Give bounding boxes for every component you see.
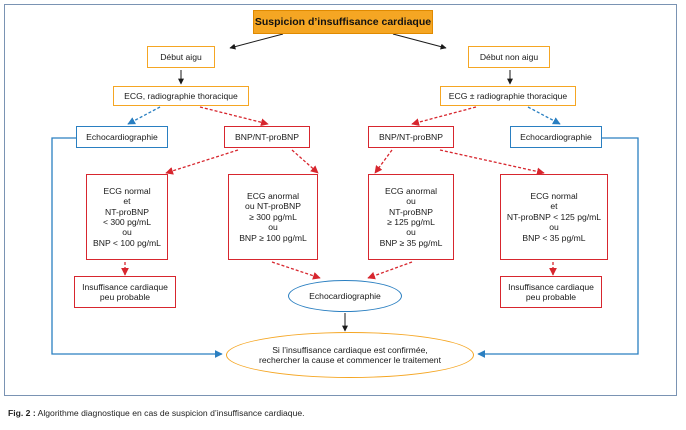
title-text: Suspicion d’insuffisance cardiaque <box>254 15 432 28</box>
arrow-bnp-right-to-c4 <box>439 149 545 176</box>
arrow-tests-left-to-bnp <box>199 106 269 127</box>
criteria-box-2: ECG anormal ou NT-proBNP ≥ 300 pg/mL ou … <box>228 174 318 260</box>
tests-right-box: ECG ± radiographie thoracique <box>440 86 576 106</box>
figure-frame <box>4 4 677 396</box>
criteria-box-3: ECG anormal ou NT-proBNP ≥ 125 pg/mL ou … <box>368 174 454 260</box>
arrow-bnp-right-to-c3 <box>374 149 393 174</box>
arrow-tests-right-to-echo <box>527 106 561 125</box>
unlikely-left-box: Insuffisance cardiaque peu probable <box>74 276 176 308</box>
echo-left-box: Echocardiographie <box>76 126 168 148</box>
unlikely-left-text: Insuffisance cardiaque peu probable <box>82 281 168 302</box>
onset-non-acute-box: Début non aigu <box>468 46 550 68</box>
onset-acute-box: Début aigu <box>147 46 215 68</box>
onset-acute-text: Début aigu <box>160 51 202 62</box>
criteria-text-3: ECG anormal ou NT-proBNP ≥ 125 pg/mL ou … <box>379 185 443 248</box>
bnp-right-box: BNP/NT-proBNP <box>368 126 454 148</box>
conclusion-text: Si l’insuffisance cardiaque est confirmé… <box>259 344 441 365</box>
path-echo-left-to-conclusion <box>51 137 223 358</box>
arrow-tests-right-to-bnp <box>411 106 477 126</box>
arrow-title-to-non-acute <box>392 33 447 50</box>
echo-right-box: Echocardiographie <box>510 126 602 148</box>
tests-left-text: ECG, radiographie thoracique <box>124 90 238 101</box>
conclusion-ellipse: Si l’insuffisance cardiaque est confirmé… <box>226 332 474 378</box>
arrow-title-to-acute <box>229 33 284 50</box>
arrow-c3-to-echo-center <box>367 261 413 280</box>
echo-right-text: Echocardiographie <box>520 131 592 142</box>
arrow-c2-to-echo-center <box>271 261 321 280</box>
echo-center-text: Echocardiographie <box>309 290 381 301</box>
bnp-left-text: BNP/NT-proBNP <box>235 131 299 142</box>
echo-center-ellipse: Echocardiographie <box>288 280 402 312</box>
tests-left-box: ECG, radiographie thoracique <box>113 86 249 106</box>
title-box: Suspicion d’insuffisance cardiaque <box>253 10 433 34</box>
echo-left-text: Echocardiographie <box>86 131 158 142</box>
unlikely-right-text: Insuffisance cardiaque peu probable <box>508 281 594 302</box>
criteria-text-1: ECG normal et NT-proBNP < 300 pg/mL ou B… <box>93 185 161 248</box>
caption-text: Algorithme diagnostique en cas de suspic… <box>37 408 305 418</box>
path-echo-right-to-conclusion <box>477 137 639 358</box>
arrow-bnp-left-to-c2 <box>291 149 319 174</box>
unlikely-right-box: Insuffisance cardiaque peu probable <box>500 276 602 308</box>
criteria-box-1: ECG normal et NT-proBNP < 300 pg/mL ou B… <box>86 174 168 260</box>
criteria-text-2: ECG anormal ou NT-proBNP ≥ 300 pg/mL ou … <box>239 190 307 243</box>
criteria-box-4: ECG normal et NT-proBNP < 125 pg/mL ou B… <box>500 174 608 260</box>
arrow-bnp-left-to-c1 <box>165 149 239 175</box>
arrow-tests-left-to-echo <box>127 106 161 125</box>
caption-label: Fig. 2 : <box>8 408 36 418</box>
bnp-right-text: BNP/NT-proBNP <box>379 131 443 142</box>
figure-caption: Fig. 2 : Algorithme diagnostique en cas … <box>8 408 305 418</box>
bnp-left-box: BNP/NT-proBNP <box>224 126 310 148</box>
criteria-text-4: ECG normal et NT-proBNP < 125 pg/mL ou B… <box>506 190 602 243</box>
onset-non-acute-text: Début non aigu <box>479 51 539 62</box>
tests-right-text: ECG ± radiographie thoracique <box>448 90 568 101</box>
